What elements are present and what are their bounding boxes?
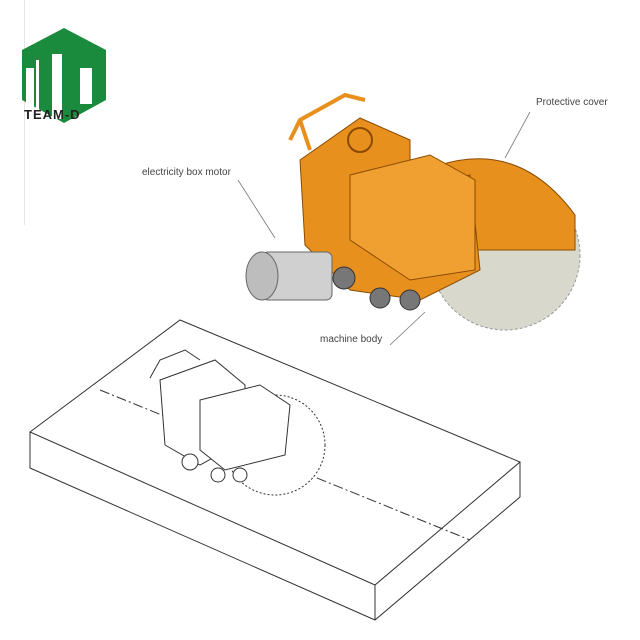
motor-leader [237,179,276,239]
divider [24,0,25,225]
wheel [332,266,356,290]
label-protective-cover: Protective cover [536,97,608,108]
handle [288,92,366,151]
wheel [369,287,391,309]
body-leader [389,311,426,346]
logo-text: TEAM-D [24,107,81,122]
machine-line-drawing [149,349,326,496]
label-machine-body: machine body [320,334,383,345]
team-d-logo [22,28,106,123]
wheel [399,289,421,311]
handwheel [347,127,373,153]
label-motor: electricity box motor [142,167,231,178]
cover-leader [504,111,531,159]
